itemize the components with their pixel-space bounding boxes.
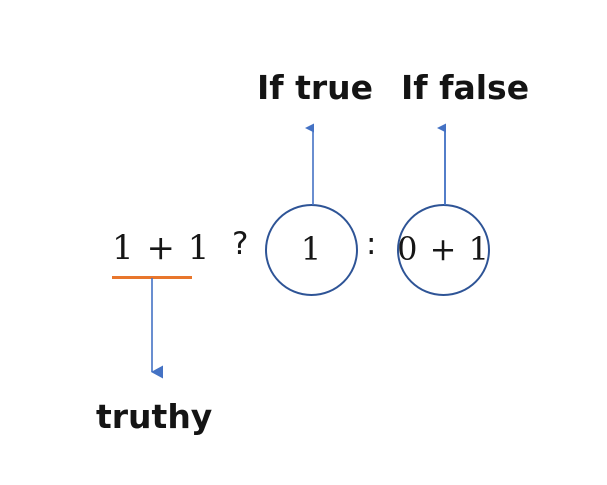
condition-underline [112,276,192,279]
true-branch-circle: 1 [265,204,358,296]
if-false-label: If false [401,68,530,107]
condition-expression: 1 + 1 [112,228,211,268]
ternary-question-mark: ? [232,226,249,262]
false-branch-circle: 0 + 1 [397,204,490,296]
true-branch-value: 1 [300,230,323,268]
truthy-label: truthy [96,397,213,436]
ternary-colon: : [366,226,377,262]
if-true-label: If true [257,68,374,107]
false-branch-value: 0 + 1 [397,230,490,268]
